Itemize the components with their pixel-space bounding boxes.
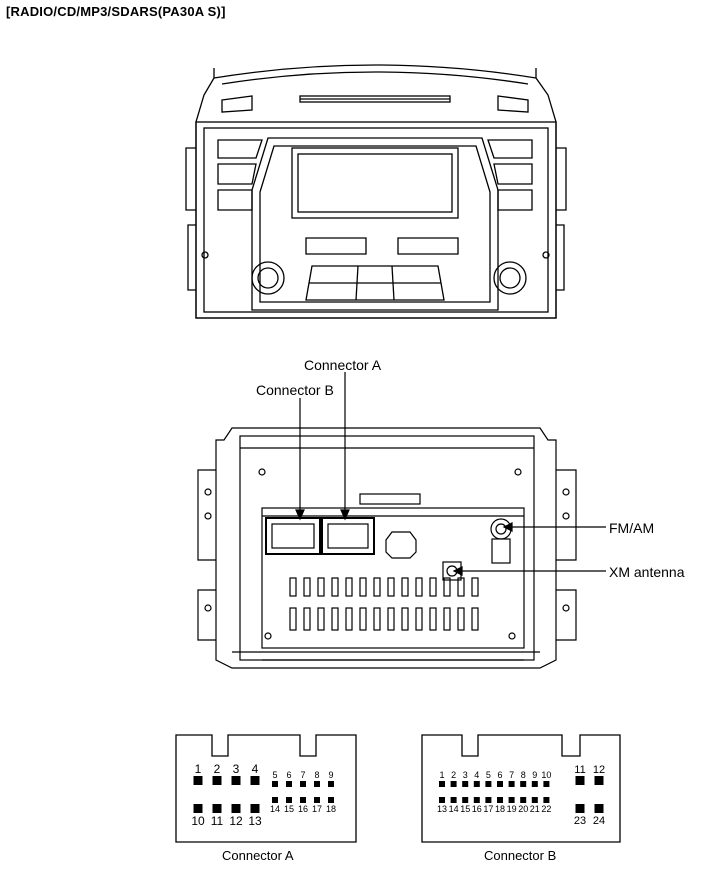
connector-b-pin-9 xyxy=(531,781,538,787)
connector-a-pin-label: 2 xyxy=(214,762,221,776)
connector-b-pin-label: 23 xyxy=(574,815,586,827)
connector-a-pin-18 xyxy=(328,797,334,803)
connector-b-pin-4 xyxy=(473,781,480,787)
connector-a-pin-label: 9 xyxy=(328,770,333,780)
connector-b-pin-label: 3 xyxy=(463,770,468,780)
connector-a-pin-label: 3 xyxy=(233,762,240,776)
connector-b-pin-3 xyxy=(462,781,469,787)
connector-b-pin-label: 10 xyxy=(541,770,551,780)
connector-a-pin-label: 4 xyxy=(252,762,259,776)
connector-a-pin-label: 1 xyxy=(195,762,202,776)
connector-b-pin-label: 22 xyxy=(541,804,551,814)
connector-a-outline xyxy=(175,734,357,843)
connector-b-pin-label: 9 xyxy=(532,770,537,780)
connector-b-pin-label: 20 xyxy=(518,804,528,814)
connector-a-pin-2 xyxy=(212,776,222,785)
connector-a-pin-12 xyxy=(231,804,241,813)
callout-connector-b: Connector B xyxy=(256,382,334,398)
connector-b-pin-15 xyxy=(462,797,469,803)
connector-a-pin-13 xyxy=(250,804,260,813)
connector-b-pin-14 xyxy=(450,797,457,803)
connector-b-pin-label: 24 xyxy=(593,815,605,827)
connector-a-pin-label: 10 xyxy=(191,814,205,828)
connector-a-pin-label: 5 xyxy=(272,770,277,780)
connector-b-pin-7 xyxy=(508,781,515,787)
connector-a-pin-15 xyxy=(286,797,292,803)
connector-a-pin-4 xyxy=(250,776,260,785)
connector-b-pin-17 xyxy=(485,797,492,803)
connector-a-pin-label: 16 xyxy=(298,804,308,814)
connector-a-pin-6 xyxy=(286,781,292,787)
connector-b-pin-22 xyxy=(543,797,550,803)
connector-a-pin-10 xyxy=(193,804,203,813)
connector-b-outline xyxy=(421,734,621,843)
connector-b-pin-19 xyxy=(508,797,515,803)
connector-a-pin-label: 17 xyxy=(312,804,322,814)
connector-a-pin-9 xyxy=(328,781,334,787)
connector-b-pin-18 xyxy=(497,797,503,803)
connector-b-pin-10 xyxy=(543,781,550,787)
connector-b-pin-label: 15 xyxy=(460,804,470,814)
connector-b-pin-label: 4 xyxy=(474,770,479,780)
connector-b-pin-label: 19 xyxy=(507,804,517,814)
connector-b-pin-13 xyxy=(439,797,445,803)
caption-connector-a: Connector A xyxy=(222,848,294,863)
caption-connector-b: Connector B xyxy=(484,848,557,863)
connector-a-pin-16 xyxy=(300,797,306,803)
connector-b-pin-24 xyxy=(594,804,604,813)
connector-b-pin-16 xyxy=(473,797,480,803)
connector-b-pin-21 xyxy=(531,797,538,803)
connector-a-pin-label: 14 xyxy=(270,804,280,814)
connector-a-pin-label: 8 xyxy=(314,770,319,780)
callout-fm-am: FM/AM xyxy=(609,520,655,536)
connector-b-pin-label: 2 xyxy=(451,770,456,780)
callout-xm-antenna: XM antenna xyxy=(609,564,685,580)
connector-b-pin-label: 8 xyxy=(521,770,526,780)
connector-a-pin-7 xyxy=(300,781,306,787)
connector-a-pin-5 xyxy=(272,781,278,787)
diagram-title: [RADIO/CD/MP3/SDARS(PA30A S)] xyxy=(6,4,226,19)
connector-b-pin-8 xyxy=(520,781,527,787)
connector-b-pin-label: 21 xyxy=(530,804,540,814)
connector-b-pin-23 xyxy=(575,804,585,813)
connector-a-pin-17 xyxy=(314,797,320,803)
connector-a-pin-1 xyxy=(193,776,203,785)
connector-a-pin-label: 11 xyxy=(211,814,224,828)
connector-a-pin-11 xyxy=(212,804,222,813)
connector-b-pin-6 xyxy=(497,781,503,787)
connector-b-pin-label: 1 xyxy=(439,770,444,780)
connector-b-pin-label: 16 xyxy=(472,804,482,814)
connector-b-pin-12 xyxy=(594,776,604,785)
connector-a-pin-8 xyxy=(314,781,320,787)
connector-b-pin-label: 6 xyxy=(497,770,502,780)
callout-connector-a: Connector A xyxy=(304,357,382,373)
connector-b-pin-label: 14 xyxy=(449,804,459,814)
connector-a-pin-14 xyxy=(272,797,278,803)
connector-a-pin-label: 18 xyxy=(326,804,336,814)
connector-a-pin-3 xyxy=(231,776,241,785)
connector-a-pin-label: 7 xyxy=(300,770,305,780)
connector-b-pin-2 xyxy=(450,781,457,787)
connector-b-pin-1 xyxy=(439,781,445,787)
connector-b-pin-label: 11 xyxy=(574,764,585,776)
connector-b-pin-label: 13 xyxy=(437,804,447,814)
connector-b-pin-20 xyxy=(520,797,527,803)
connector-b-pin-label: 7 xyxy=(509,770,514,780)
connector-b-pin-11 xyxy=(575,776,585,785)
connector-a-pin-label: 6 xyxy=(286,770,291,780)
connector-b-pin-label: 17 xyxy=(483,804,493,814)
connector-a-pin-label: 15 xyxy=(284,804,294,814)
connector-b-pin-label: 18 xyxy=(495,804,505,814)
connector-a-pin-label: 12 xyxy=(229,814,243,828)
connector-b-pin-label: 12 xyxy=(593,764,605,776)
connector-a-pin-label: 13 xyxy=(248,814,262,828)
connector-b-pin-label: 5 xyxy=(486,770,491,780)
connector-b-pin-5 xyxy=(485,781,492,787)
